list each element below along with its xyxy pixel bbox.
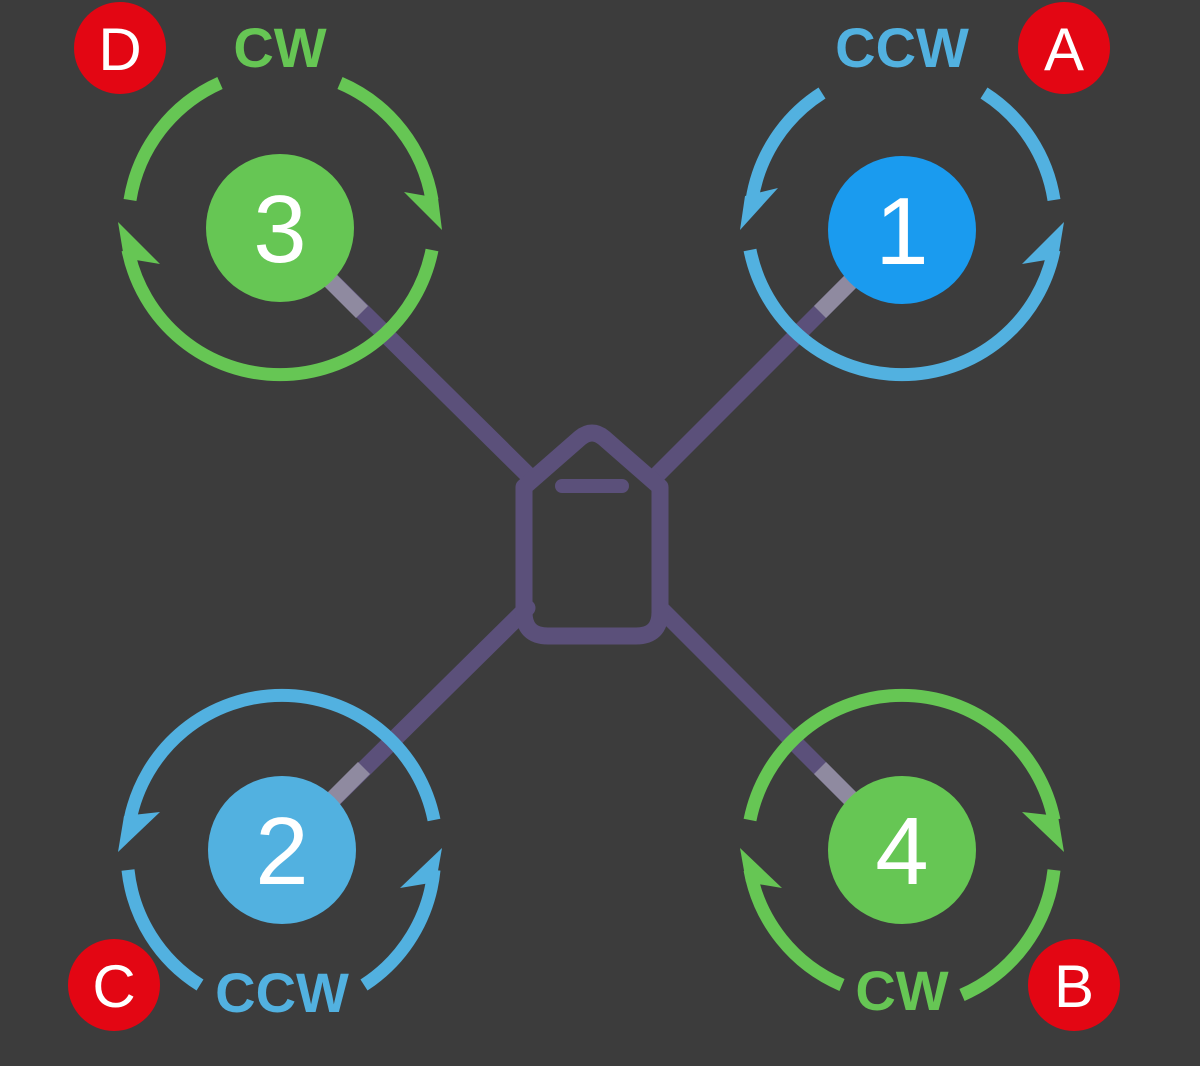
motor-2: 2 (208, 776, 356, 924)
badge-letter: A (1044, 16, 1084, 83)
rotation-ring-motor-2 (121, 688, 441, 991)
rotation-arrow-icon (740, 188, 778, 230)
motor-number: 2 (255, 798, 308, 905)
direction-label-motor-3: CW (233, 16, 326, 79)
badge-c: C (68, 939, 160, 1031)
direction-label-motor-2: CCW (215, 961, 349, 1024)
badge-letter: B (1054, 953, 1094, 1020)
badge-letter: C (92, 953, 135, 1020)
rotation-arrow-icon (1022, 222, 1064, 264)
badge-a: A (1018, 2, 1110, 94)
badge-d: D (74, 2, 166, 94)
quadcopter-frame-icon (515, 424, 669, 645)
motor-number: 3 (253, 176, 306, 283)
rotation-ring-motor-1 (743, 87, 1061, 382)
motor-3: 3 (206, 154, 354, 302)
badge-b: B (1028, 939, 1120, 1031)
rotation-arrow-icon (118, 222, 160, 264)
rotation-arrow-icon (404, 192, 442, 230)
rotation-ring-motor-4 (743, 688, 1061, 1001)
motor-number: 4 (875, 798, 928, 905)
rotation-ring-motor-3 (121, 77, 439, 382)
rotation-arrow-icon (400, 848, 442, 888)
motor-4: 4 (828, 776, 976, 924)
rotation-arrow-icon (118, 812, 160, 852)
direction-label-motor-4: CW (855, 959, 948, 1022)
motor-number: 1 (875, 178, 928, 285)
badge-letter: D (98, 16, 141, 83)
motor-1: 1 (828, 156, 976, 304)
rotation-arrow-icon (740, 848, 782, 888)
frame-arms (271, 221, 911, 859)
direction-label-motor-1: CCW (835, 16, 969, 79)
rotation-arrow-icon (1022, 812, 1064, 852)
